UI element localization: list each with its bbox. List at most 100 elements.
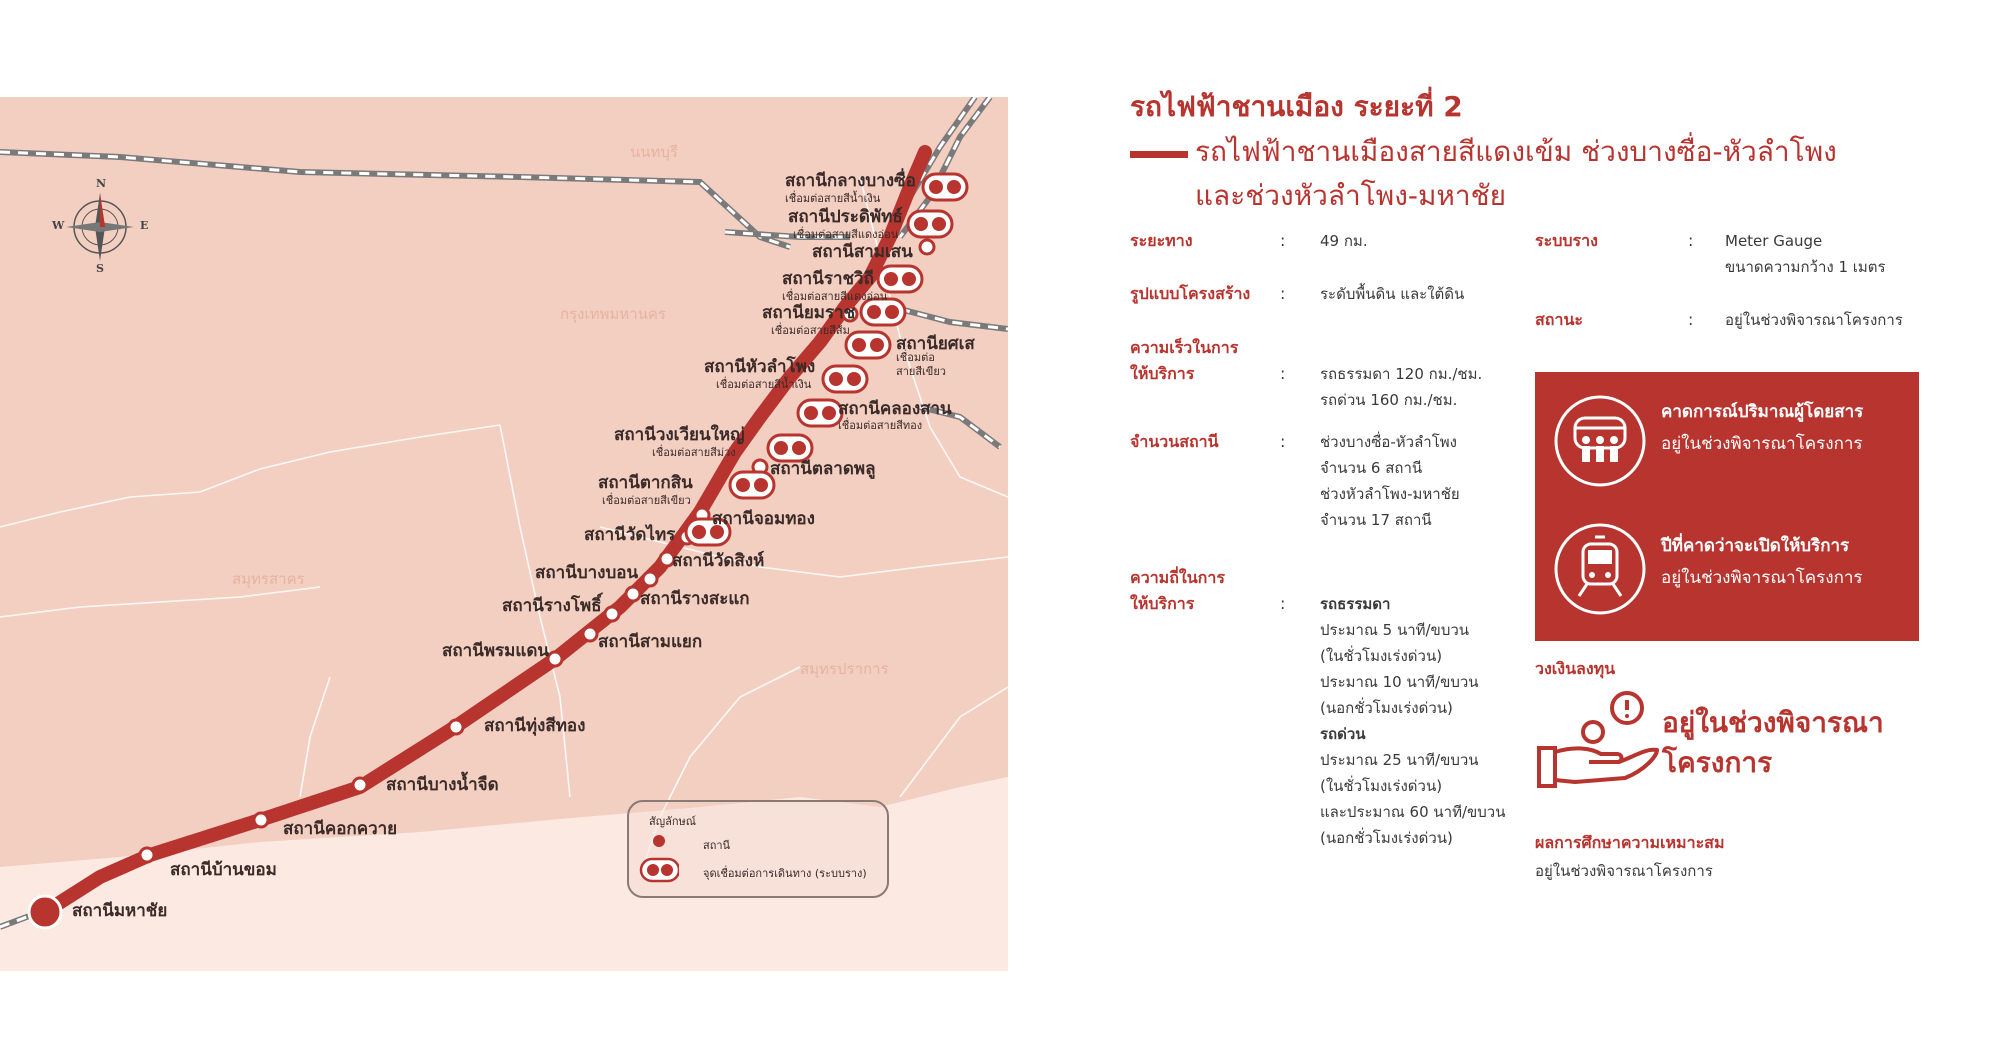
distance-label: ระยะทาง: [1130, 231, 1193, 250]
opening-title: ปีที่คาดว่าจะเปิดให้บริการ: [1661, 536, 1850, 556]
station-label: สถานีคลองสาน: [838, 399, 952, 419]
station-label: สถานีตากสิน: [598, 473, 693, 493]
station-label: สถานียศเส: [896, 334, 975, 354]
gauge-value-2: ขนาดความกว้าง 1 เมตร: [1725, 258, 1886, 276]
station-label: สถานียมราช: [762, 303, 856, 323]
station-connect-note: เชื่อมต่อสายสีเขียว: [602, 494, 691, 507]
frequency-line: รถธรรมดา: [1320, 595, 1391, 613]
hand-coin-icon: [1537, 691, 1659, 788]
map-graphic: [0, 97, 1008, 971]
investment-label: วงเงินลงทุน: [1535, 659, 1616, 678]
legend-station-label: สถานี: [703, 839, 731, 852]
frequency-label-2: ให้บริการ: [1130, 594, 1195, 613]
frequency-line: (ในชั่วโมงเร่งด่วน): [1320, 777, 1443, 795]
area-label: นนทบุรี: [630, 143, 678, 161]
station-label: สถานีกลางบางซื่อ: [785, 171, 916, 191]
area-label: กรุงเทพมหานคร: [560, 305, 666, 323]
frequency-values: รถธรรมดา ประมาณ 5 นาที/ขบวน (ในชั่วโมงเร…: [1320, 591, 1505, 851]
terminus-dot: [27, 894, 63, 930]
stations-value-2: จำนวน 6 สถานี: [1320, 459, 1423, 477]
frequency-line: (ในชั่วโมงเร่งด่วน): [1320, 647, 1443, 665]
stations-label: จำนวนสถานี: [1130, 432, 1219, 451]
station-label: สถานีตลาดพลู: [770, 459, 876, 479]
investment-value: อยู่ในช่วงพิจารณาโครงการ: [1662, 706, 1884, 779]
colon: :: [1688, 310, 1694, 329]
compass-n: N: [96, 177, 107, 190]
frequency-line: ประมาณ 25 นาที/ขบวน: [1320, 751, 1479, 769]
station-label: สถานีจอมทอง: [712, 509, 815, 529]
station-label: สถานีบ้านขอม: [170, 860, 277, 880]
subtitle-line-2: และช่วงหัวลำโพง-มหาชัย: [1195, 179, 1507, 212]
station-label: สถานีวงเวียนใหญ่: [614, 425, 745, 445]
station-label: สถานีสามแยก: [598, 632, 703, 652]
study-label: ผลการศึกษาความเหมาะสม: [1535, 833, 1725, 852]
speed-label-1: ความเร็วในการ: [1130, 338, 1239, 357]
compass-w: W: [52, 219, 65, 232]
boundaries: [0, 176, 1008, 878]
station-connect-note: เชื่อมต่อสายสีแดงอ่อน: [782, 290, 888, 303]
stations-value-1: ช่วงบางซื่อ-หัวลำโพง: [1320, 433, 1457, 451]
station-label: สถานีสามเสน: [812, 242, 913, 262]
legend-title: สัญลักษณ์: [649, 815, 696, 828]
legend-symbols: [639, 835, 679, 883]
distance-value: 49 กม.: [1320, 232, 1368, 250]
page-title: รถไฟฟ้าชานเมือง ระยะที่ 2: [1130, 90, 1463, 123]
train-icon: [1554, 523, 1646, 615]
ridership-title: คาดการณ์ปริมาณผู้โดยสาร: [1661, 402, 1864, 422]
station-connect-note: เชื่อมต่อสายสีน้ำเงิน: [716, 378, 812, 391]
frequency-line: (นอกชั่วโมงเร่งด่วน): [1320, 699, 1453, 717]
frequency-line: และประมาณ 60 นาที/ขบวน: [1320, 803, 1506, 821]
station-label: สถานีทุ่งสีทอง: [484, 716, 586, 736]
passengers-icon: [1554, 395, 1646, 487]
station-connect-note: เชื่อมต่อสายสีม่วง: [652, 446, 736, 459]
frequency-line: รถด่วน: [1320, 725, 1366, 743]
colon: :: [1280, 364, 1286, 383]
gauge-label: ระบบราง: [1535, 231, 1598, 250]
opening-value: อยู่ในช่วงพิจารณาโครงการ: [1661, 568, 1863, 588]
station-label: สถานีบางบอน: [535, 563, 639, 583]
colon: :: [1280, 231, 1286, 250]
status-label: สถานะ: [1535, 310, 1583, 329]
compass-e: E: [140, 219, 149, 232]
station-label: สถานีหัวลำโพง: [704, 357, 816, 377]
study-value: อยู่ในช่วงพิจารณาโครงการ: [1535, 862, 1713, 880]
area-label: สมุทรปราการ: [800, 660, 889, 678]
structure-value: ระดับพื้นดิน และใต้ดิน: [1320, 285, 1465, 303]
station-label: สถานีวัดไทร: [584, 525, 676, 545]
station-connect-note: เชื่อมต่อสายสีน้ำเงิน: [785, 192, 881, 205]
colon: :: [1280, 594, 1286, 613]
station-label: สถานีรางสะแก: [640, 589, 750, 609]
area-label: สมุทรสาคร: [232, 570, 305, 588]
subtitle-accent-bar: [1130, 151, 1188, 158]
status-value: อยู่ในช่วงพิจารณาโครงการ: [1725, 311, 1903, 329]
map-legend: สัญลักษณ์ สถานี จุดเชื่อมต่อการเดินทาง (…: [627, 800, 889, 898]
subtitle-line-1: รถไฟฟ้าชานเมืองสายสีแดงเข้ม ช่วงบางซื่อ-…: [1195, 135, 1837, 168]
compass-rose: [66, 193, 134, 261]
station-label: สถานีบางน้ำจืด: [386, 775, 499, 795]
speed-value-1: รถธรรมดา 120 กม./ชม.: [1320, 365, 1483, 383]
frequency-line: (นอกชั่วโมงเร่งด่วน): [1320, 829, 1453, 847]
ridership-value: อยู่ในช่วงพิจารณาโครงการ: [1661, 434, 1863, 454]
colon: :: [1280, 432, 1286, 451]
station-dots: [138, 238, 936, 864]
sea-area: [0, 777, 1008, 971]
stations-value-3: ช่วงหัวลำโพง-มหาชัย: [1320, 485, 1460, 503]
station-connect-note: เชื่อมต่อ สายสีเขียว: [896, 351, 946, 378]
colon: :: [1280, 284, 1286, 303]
structure-label: รูปแบบโครงสร้าง: [1130, 284, 1251, 303]
station-connect-note: เชื่อมต่อสายสีทอง: [838, 419, 923, 432]
station-label: สถานีราชวิถี: [782, 269, 874, 289]
station-label: สถานีรางโพธิ์: [502, 596, 602, 616]
speed-label-2: ให้บริการ: [1130, 364, 1195, 383]
compass-s: S: [96, 262, 104, 275]
station-label: สถานีพรมแดน: [442, 641, 549, 661]
frequency-line: ประมาณ 5 นาที/ขบวน: [1320, 621, 1470, 639]
forecast-box: คาดการณ์ปริมาณผู้โดยสาร อยู่ในช่วงพิจารณ…: [1535, 372, 1919, 641]
page-subtitle: รถไฟฟ้าชานเมืองสายสีแดงเข้ม ช่วงบางซื่อ-…: [1195, 130, 1837, 218]
route-map: N S E W นนทบุรี กรุงเทพมหานคร สมุทรสาคร …: [0, 97, 1008, 971]
station-connect-note: เชื่อมต่อสายสีส้ม: [771, 324, 850, 337]
gauge-value-1: Meter Gauge: [1725, 232, 1823, 250]
frequency-line: ประมาณ 10 นาที/ขบวน: [1320, 673, 1479, 691]
colon: :: [1688, 231, 1694, 250]
station-connect-note: เชื่อมต่อสายสีแดงอ่อน: [793, 228, 899, 241]
